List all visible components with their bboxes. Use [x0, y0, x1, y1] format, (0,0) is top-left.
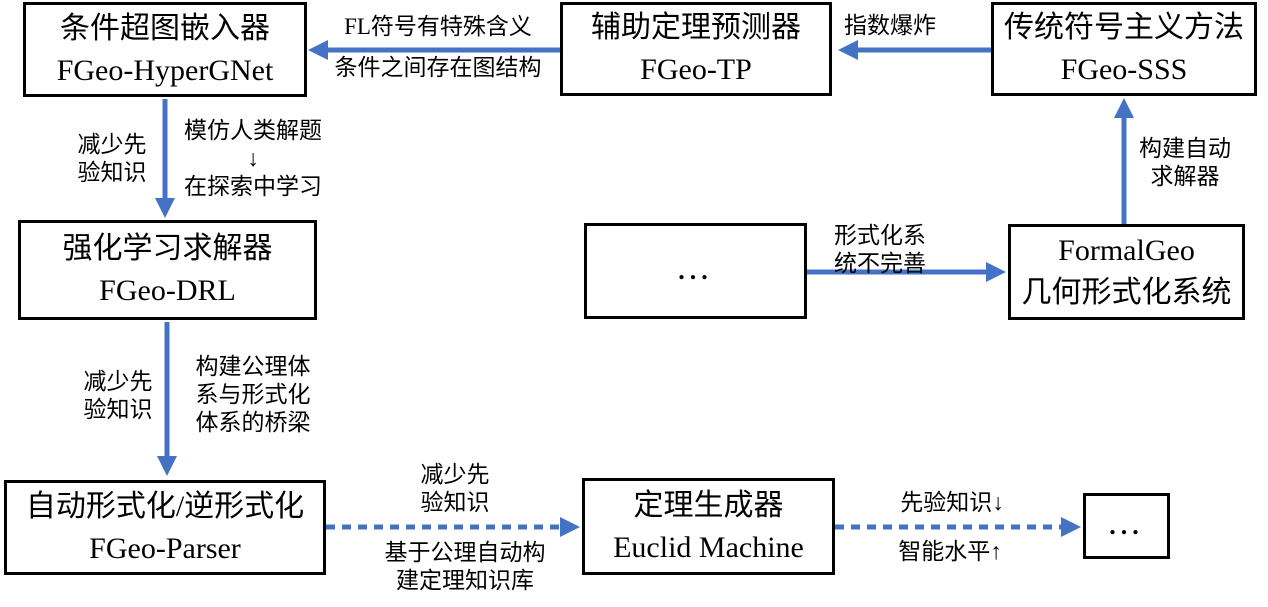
- label-imitate: 模仿人类解题 ↓ 在探索中学习: [184, 118, 322, 199]
- node-tp-subtitle: FGeo-TP: [640, 53, 752, 86]
- node-drl-title: 强化学习求解器: [62, 232, 273, 265]
- node-parser-subtitle: FGeo-Parser: [89, 531, 241, 565]
- label-graph-structure: 条件之间存在图结构: [334, 55, 542, 80]
- label-exponential: 指数爆炸: [844, 13, 936, 38]
- node-ellipsis-end: ...: [1083, 493, 1170, 559]
- node-ellipsis-mid-text: ...: [678, 256, 713, 285]
- node-parser-title: 自动形式化/逆形式化: [25, 489, 305, 523]
- node-parser: 自动形式化/逆形式化 FGeo-Parser: [4, 480, 326, 575]
- node-formalgeo-title: FormalGeo: [1058, 234, 1195, 267]
- label-intel-up: 智能水平↑: [898, 539, 1002, 564]
- node-euclid-subtitle: Euclid Machine: [613, 530, 804, 564]
- label-fl-meaning: FL符号有特殊含义: [344, 14, 532, 39]
- node-hypergnet-title: 条件超图嵌入器: [60, 11, 270, 45]
- node-formalgeo: FormalGeo 几何形式化系统: [1008, 224, 1245, 320]
- label-reduce-prior-1: 减少先 验知识: [77, 132, 147, 185]
- label-reduce-prior-3: 减少先 验知识: [420, 462, 490, 515]
- node-euclid: 定理生成器 Euclid Machine: [582, 478, 835, 575]
- node-euclid-title: 定理生成器: [633, 488, 784, 522]
- label-reduce-prior-2: 减少先 验知识: [83, 369, 153, 422]
- node-drl: 强化学习求解器 FGeo-DRL: [18, 220, 317, 320]
- node-tp: 辅助定理预测器 FGeo-TP: [560, 2, 832, 96]
- node-formalgeo-subtitle: 几何形式化系统: [1021, 276, 1232, 309]
- node-drl-subtitle: FGeo-DRL: [99, 274, 236, 307]
- node-hypergnet-subtitle: FGeo-HyperGNet: [56, 53, 274, 87]
- node-ellipsis-end-text: ...: [1109, 511, 1144, 540]
- label-build-solver: 构建自动 求解器: [1139, 136, 1231, 189]
- node-sss-title: 传统符号主义方法: [1004, 11, 1244, 44]
- node-hypergnet: 条件超图嵌入器 FGeo-HyperGNet: [23, 2, 307, 97]
- node-sss: 传统符号主义方法 FGeo-SSS: [991, 2, 1257, 96]
- label-prior-down: 先验知识↓: [900, 490, 1004, 515]
- label-formal-incomplete: 形式化系 统不完善: [834, 223, 926, 276]
- node-ellipsis-mid: ...: [584, 223, 807, 319]
- label-axiom-kb: 基于公理自动构 建定理知识库: [384, 540, 546, 593]
- node-sss-subtitle: FGeo-SSS: [1060, 53, 1188, 86]
- label-bridge: 构建公理体 系与形式化 体系的桥梁: [195, 354, 311, 435]
- node-tp-title: 辅助定理预测器: [591, 11, 801, 44]
